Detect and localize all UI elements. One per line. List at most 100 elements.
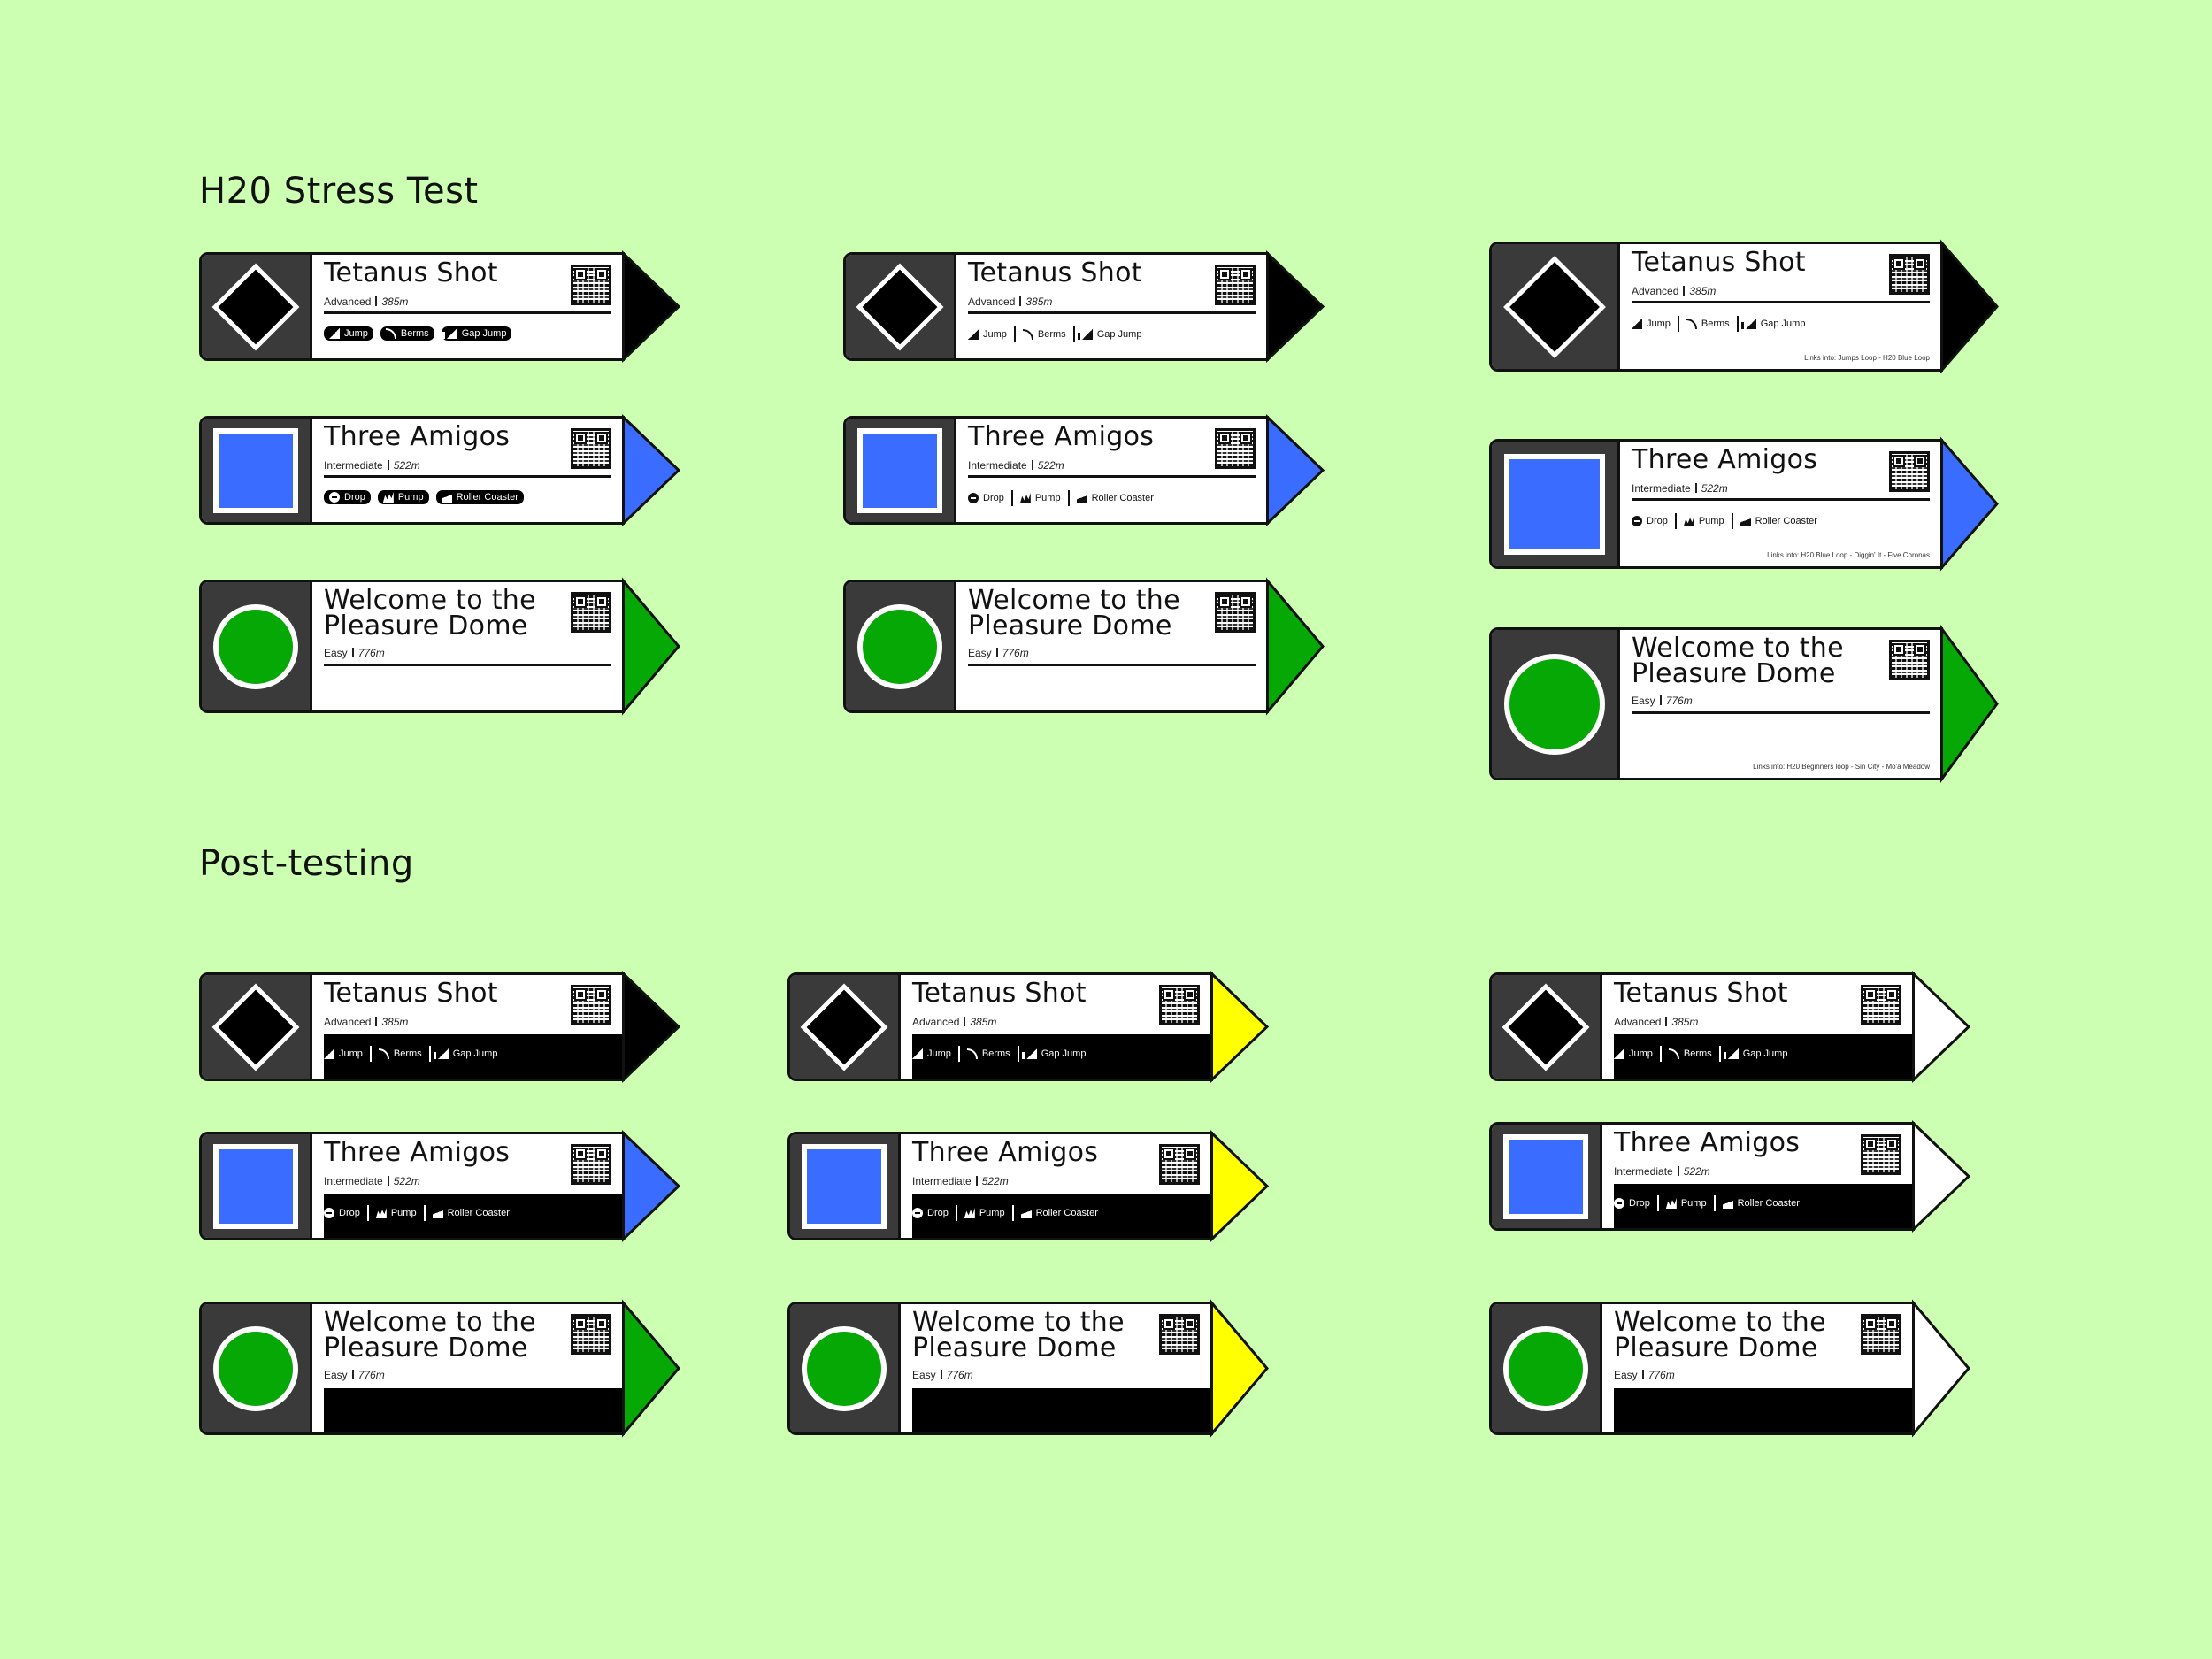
arrow-head bbox=[1266, 577, 1325, 716]
feature-label: Berms bbox=[393, 1048, 422, 1059]
trail-grade: Advanced bbox=[968, 296, 1016, 308]
feature-pump: Pump bbox=[964, 1208, 1005, 1218]
feature-label: Drop bbox=[983, 493, 1004, 503]
feature-label: Jump bbox=[927, 1048, 951, 1059]
feature-berms: Berms bbox=[380, 326, 434, 341]
trail-name: Tetanus Shot bbox=[324, 978, 498, 1009]
jump-icon bbox=[968, 329, 979, 340]
feature-divider bbox=[1067, 490, 1070, 506]
arrow-head bbox=[1210, 1299, 1269, 1438]
linked-trails: Links into: Jumps Loop - H20 Blue Loop bbox=[1804, 354, 1930, 362]
feature-label: Gap Jump bbox=[1041, 1048, 1087, 1059]
pump-icon bbox=[375, 1208, 387, 1218]
arrow-head bbox=[622, 970, 681, 1084]
trail-length: 776m bbox=[357, 1369, 385, 1381]
meta-divider bbox=[351, 1370, 354, 1379]
trail-grade: Intermediate bbox=[968, 459, 1027, 472]
square-icon bbox=[1503, 1133, 1588, 1219]
roller-coaster-icon bbox=[1740, 516, 1751, 526]
arrow-head bbox=[1210, 970, 1270, 1084]
gap-jump-icon bbox=[1021, 1048, 1037, 1059]
trail-name: Three Amigos bbox=[324, 1137, 511, 1168]
trail-name: Tetanus Shot bbox=[324, 257, 498, 288]
feature-divider bbox=[1731, 513, 1733, 529]
direction-arrow-icon bbox=[622, 1299, 680, 1438]
drop-icon bbox=[912, 1208, 923, 1218]
square-icon bbox=[213, 1143, 298, 1229]
trail-name: Welcome to the Pleasure Dome bbox=[1632, 633, 1844, 689]
qr-code-icon bbox=[1889, 451, 1930, 492]
trail-grade: Easy bbox=[324, 647, 348, 659]
trail-grade: Intermediate bbox=[912, 1175, 972, 1187]
drop-icon bbox=[1632, 516, 1642, 526]
grade-panel bbox=[202, 255, 312, 358]
trail-name: Welcome to the Pleasure Dome bbox=[912, 1307, 1125, 1363]
trail-length: 776m bbox=[946, 1369, 973, 1381]
grade-panel bbox=[202, 419, 312, 522]
meta-divider bbox=[1677, 1166, 1679, 1176]
feature-label: Gap Jump bbox=[1742, 1048, 1788, 1059]
pump-icon bbox=[964, 1208, 975, 1218]
trail-grade: Intermediate bbox=[1632, 482, 1691, 495]
trail-name: Three Amigos bbox=[912, 1137, 1099, 1168]
trail-length: 385m bbox=[381, 1016, 409, 1028]
berms-icon bbox=[1022, 329, 1033, 340]
circle-icon bbox=[857, 603, 942, 689]
feature-divider bbox=[1713, 1195, 1716, 1211]
feature-divider bbox=[1011, 1205, 1014, 1221]
trail-grade: Intermediate bbox=[324, 1175, 383, 1187]
feature-divider bbox=[1656, 1195, 1659, 1211]
feature-pump: Pump bbox=[1665, 1198, 1707, 1209]
square-icon bbox=[857, 427, 942, 513]
meta-divider bbox=[975, 1176, 978, 1186]
direction-arrow-icon bbox=[1940, 239, 1999, 374]
feature-jump: Jump bbox=[1614, 1048, 1653, 1059]
qr-code-icon bbox=[571, 592, 611, 633]
trail-length: 385m bbox=[1689, 285, 1717, 297]
feature-divider bbox=[1017, 1046, 1019, 1062]
feature-label: Berms bbox=[981, 1048, 1010, 1059]
feature-gap-jump: Gap Jump bbox=[1021, 1048, 1087, 1059]
grade-panel bbox=[1492, 1125, 1602, 1228]
feature-divider bbox=[1718, 1046, 1721, 1062]
feature-jump: Jump bbox=[912, 1048, 951, 1059]
gap-jump-icon bbox=[442, 328, 457, 339]
qr-code-icon bbox=[1215, 428, 1256, 469]
jump-icon bbox=[1632, 319, 1642, 329]
feature-label: Jump bbox=[1647, 319, 1671, 329]
feature-label: Roller Coaster bbox=[447, 1208, 510, 1218]
grade-panel bbox=[790, 1134, 901, 1238]
feature-label: Gap Jump bbox=[461, 328, 507, 339]
meta-divider bbox=[995, 648, 998, 657]
trail-name: Tetanus Shot bbox=[1632, 247, 1806, 278]
qr-code-icon bbox=[1215, 265, 1256, 305]
jump-icon bbox=[912, 1048, 923, 1059]
meta-divider bbox=[1641, 1370, 1644, 1379]
feature-berms: Berms bbox=[1668, 1048, 1712, 1059]
direction-arrow-icon bbox=[1912, 1299, 1970, 1438]
feature-label: Pump bbox=[397, 492, 424, 503]
jump-icon bbox=[1614, 1048, 1624, 1059]
feature-label: Gap Jump bbox=[452, 1048, 498, 1059]
meta-divider bbox=[351, 648, 354, 657]
feature-band bbox=[912, 1388, 1210, 1432]
square-icon bbox=[213, 427, 298, 513]
